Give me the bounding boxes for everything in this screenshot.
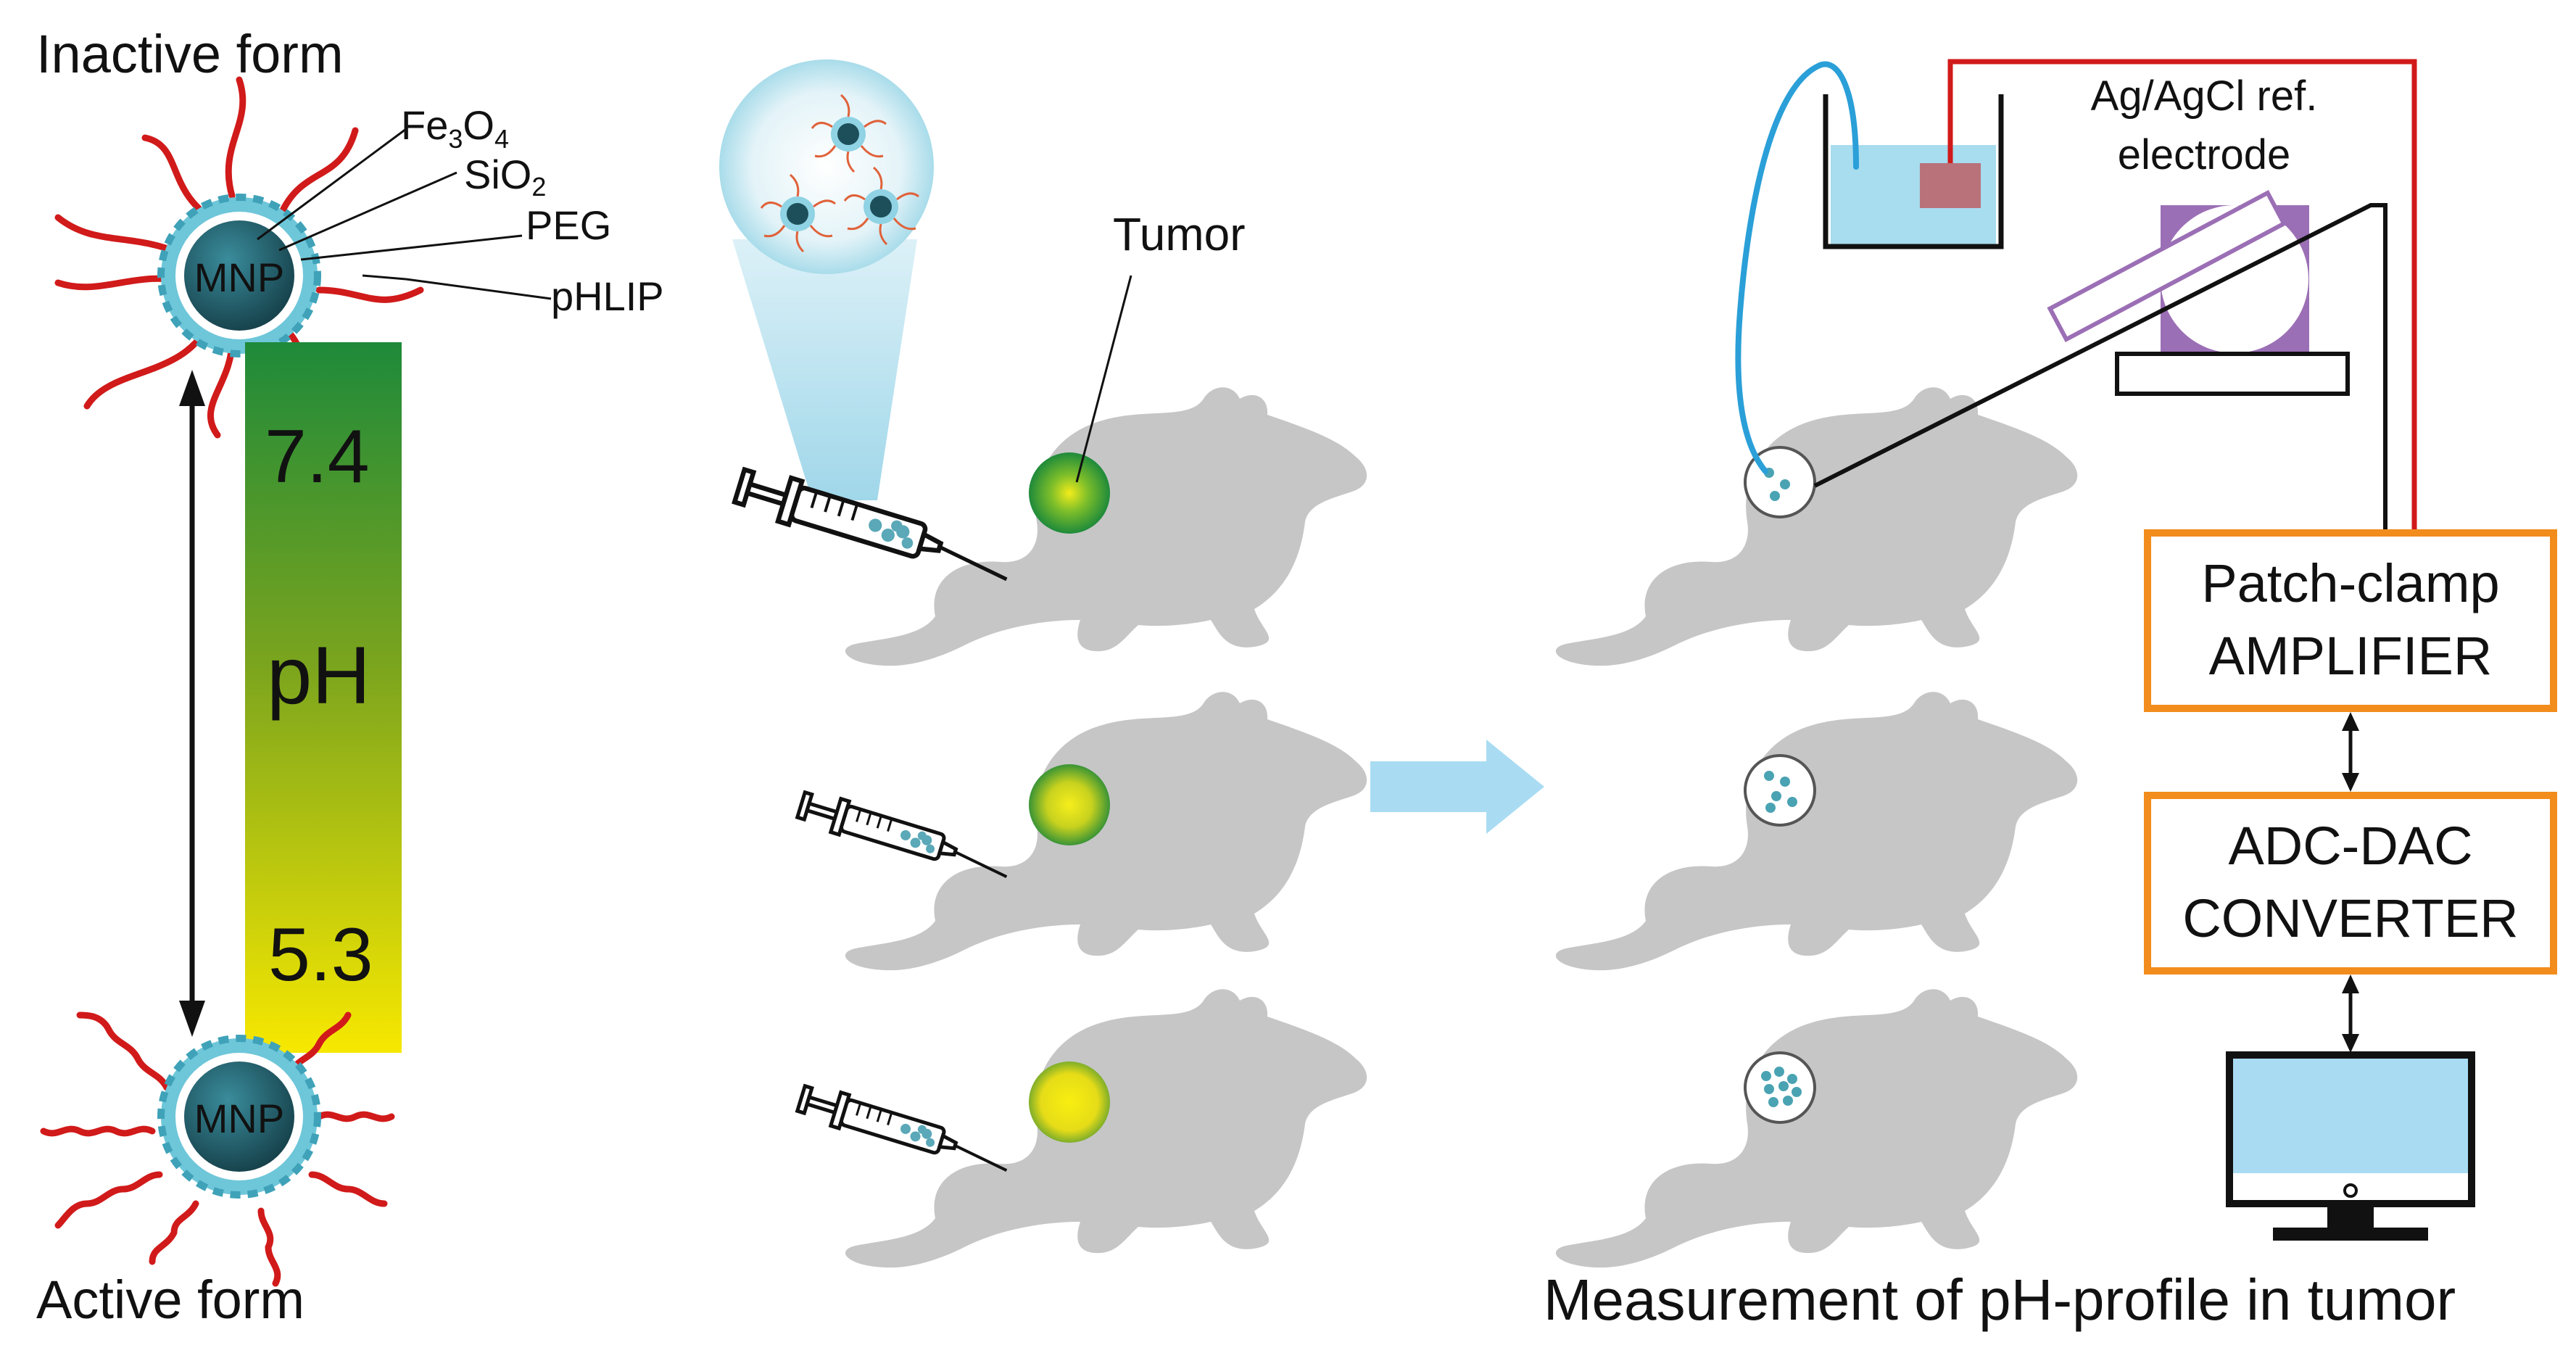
recording-electrode-wire [1813, 203, 2387, 533]
inactive-form-label: Inactive form [36, 24, 344, 84]
nanoparticle-magnification [719, 59, 934, 500]
electrode-label-line2: electrode [2118, 131, 2291, 178]
layer-sio2-label: SiO2 [464, 152, 546, 202]
amplifier-label-line2: AMPLIFIER [2209, 626, 2493, 686]
micromanipulator [2047, 189, 2350, 396]
process-arrow [1370, 740, 1544, 834]
transition-double-arrow [179, 370, 205, 1037]
adc-dac-converter: ADC-DAC CONVERTER [2144, 792, 2557, 975]
tumor-1 [1029, 452, 1110, 534]
active-mnp-label: MNP [194, 1096, 284, 1141]
converter-label-line1: ADC-DAC [2228, 816, 2472, 876]
measurement-caption: Measurement of pH-profile in tumor [1544, 1267, 2456, 1332]
amplifier-label-line1: Patch-clamp [2201, 553, 2499, 613]
computer-monitor [2226, 1051, 2475, 1241]
tumor-3 [1029, 1062, 1110, 1143]
tumor-label: Tumor [1113, 208, 1246, 260]
layer-fe3o4-label: Fe3O4 [401, 102, 509, 154]
blue-tube [1735, 61, 1859, 474]
layer-callout-lines [257, 128, 552, 300]
reference-electrode-beaker [1823, 94, 2004, 249]
active-form-label: Active form [36, 1270, 305, 1330]
mouse-measured-3 [1555, 989, 2078, 1268]
ph-gradient-bar: 7.4 pH 5.3 [245, 342, 402, 1053]
inactive-mnp-label: MNP [194, 255, 284, 300]
tumor-2 [1029, 764, 1110, 845]
patch-clamp-amplifier: Patch-clamp AMPLIFIER [2144, 529, 2557, 712]
mouse-measured-1 [1555, 387, 2078, 666]
arrow-amp-to-converter [2342, 712, 2359, 792]
ph-value-7-4: 7.4 [265, 415, 370, 499]
red-wire [1947, 59, 2417, 533]
active-particle-ligands [40, 1011, 395, 1287]
mouse-measured-2 [1555, 692, 2078, 971]
tumor-callout-line [1075, 275, 1132, 483]
layer-peg-label: PEG [526, 202, 611, 248]
converter-label-line2: CONVERTER [2182, 888, 2518, 948]
tumor-particles-3 [1744, 1051, 1816, 1124]
inactive-mnp-particle: MNP [157, 194, 321, 357]
active-mnp-particle: MNP [157, 1035, 321, 1199]
layer-phlip-label: pHLIP [551, 273, 664, 319]
tumor-particles-2 [1744, 754, 1816, 827]
ph-axis-label: pH [267, 630, 370, 721]
arrow-converter-to-computer [2342, 975, 2359, 1053]
ph-value-5-3: 5.3 [268, 913, 373, 997]
electrode-label-line1: Ag/AgCl ref. [2091, 73, 2318, 120]
